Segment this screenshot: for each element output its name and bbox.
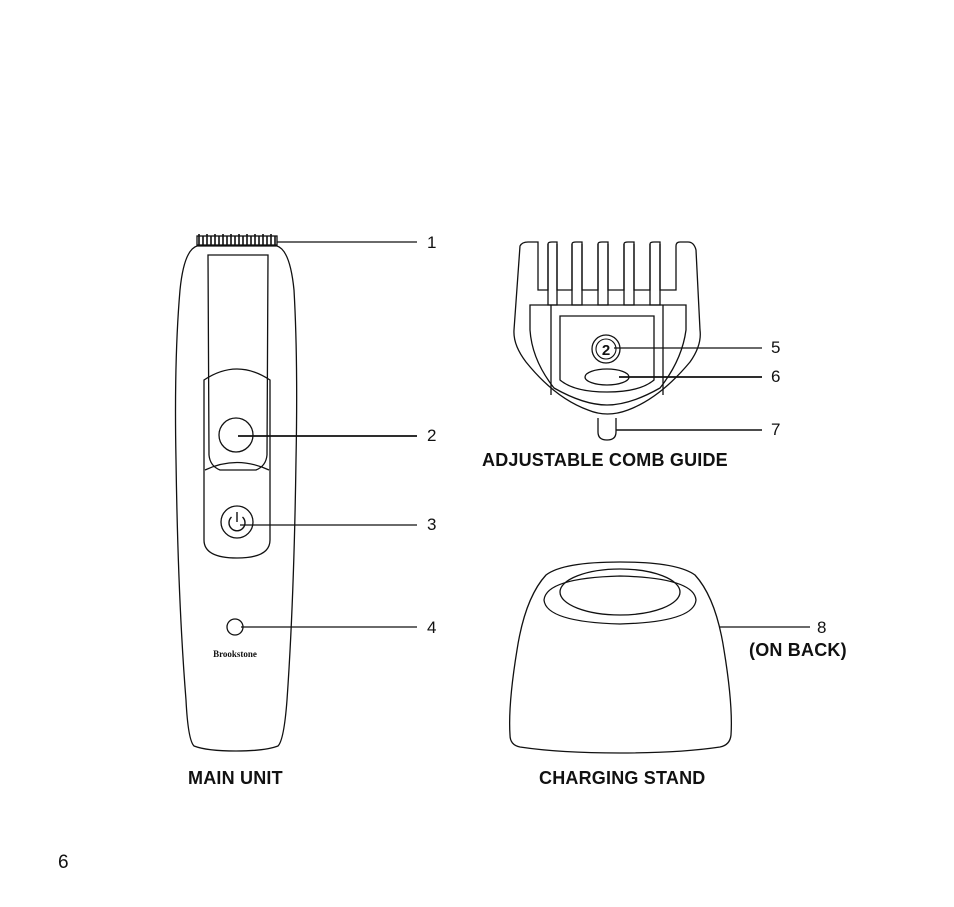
page-number: 6 [58, 852, 69, 873]
control-panel [203, 368, 271, 559]
comb-window [559, 315, 655, 393]
brand-logo: Brookstone [213, 649, 257, 659]
charging-stand-caption: CHARGING STAND [539, 768, 705, 788]
callout-8-note: (ON BACK) [749, 640, 847, 660]
length-dial [591, 334, 621, 364]
trimmer-blade [196, 234, 278, 246]
top-panel [207, 254, 269, 471]
callout-4: 4 [427, 618, 436, 637]
comb-guide-leaders [614, 347, 762, 431]
power-button [220, 505, 254, 539]
stand-body [508, 561, 733, 754]
dial-number: 2 [602, 342, 610, 359]
stand-cradle [559, 568, 681, 616]
power-icon [228, 512, 246, 532]
callout-7: 7 [771, 420, 780, 439]
stand-rim [543, 575, 697, 625]
panel-divider [204, 461, 270, 471]
speed-button [218, 417, 254, 453]
callout-3: 3 [427, 515, 436, 534]
callout-5: 5 [771, 338, 780, 357]
comb-teeth [547, 244, 661, 306]
callout-6: 6 [771, 367, 780, 386]
main-unit-caption: MAIN UNIT [188, 768, 283, 788]
callout-2: 2 [427, 426, 436, 445]
main-unit-body [174, 245, 298, 752]
main-unit-leaders [238, 241, 417, 628]
comb-tab [597, 418, 617, 441]
callout-8: 8 [817, 618, 826, 637]
comb-body [513, 241, 701, 415]
callout-1: 1 [427, 233, 436, 252]
charging-stand-illustration [508, 561, 733, 754]
main-unit-illustration [174, 234, 298, 752]
charge-indicator-light [226, 618, 244, 636]
comb-guide-illustration [513, 241, 701, 441]
comb-guide-caption: ADJUSTABLE COMB GUIDE [482, 450, 728, 470]
comb-inner-frame [529, 304, 687, 406]
